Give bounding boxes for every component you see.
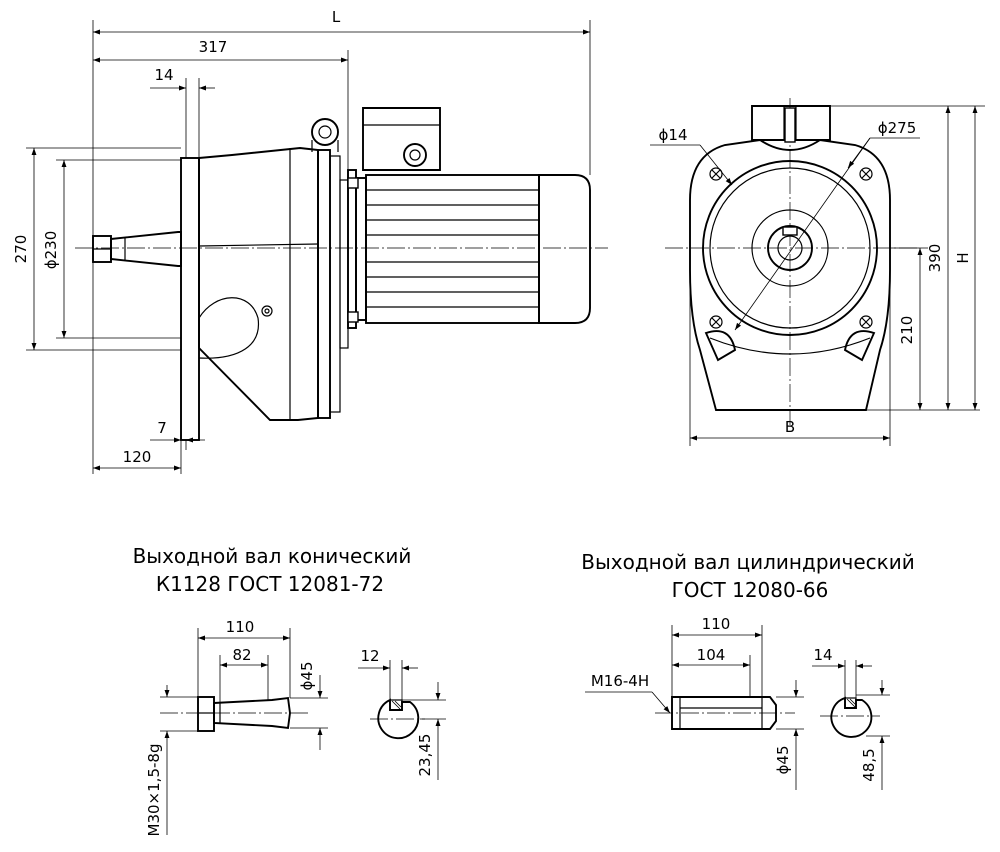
cylindrical-dim-110: 110 — [702, 615, 731, 633]
conical-dim-phi-45: ϕ45 — [298, 662, 316, 691]
bolt-holes — [709, 167, 873, 329]
cylindrical-dim-48-5: 48,5 — [860, 748, 878, 781]
dim-14: 14 — [154, 66, 173, 84]
cylindrical-dim-thread: M16-4H — [591, 672, 649, 690]
cylindrical-dim-14: 14 — [813, 646, 832, 664]
dim-120: 120 — [123, 448, 152, 466]
lifting-eye — [311, 118, 339, 146]
terminal-box — [362, 107, 441, 171]
cooling-fins — [366, 189, 539, 308]
gearbox-housing — [198, 147, 319, 421]
conical-dim-12: 12 — [360, 647, 379, 665]
cylindrical-section — [830, 696, 873, 738]
dim-317: 317 — [199, 38, 228, 56]
flange-circle — [702, 160, 878, 336]
conical-dim-23-45: 23,45 — [416, 734, 434, 777]
dim-210: 210 — [898, 316, 916, 345]
cylindrical-shaft-title-1: Выходной вал цилиндрический — [581, 550, 914, 574]
mounting-flange — [180, 157, 200, 441]
cylindrical-dim-phi-45: ϕ45 — [774, 746, 792, 775]
conical-shaft-body — [213, 696, 291, 730]
dim-7: 7 — [157, 419, 167, 437]
output-shaft — [110, 231, 182, 267]
dim-phi-14: ϕ14 — [659, 126, 688, 144]
inspection-cover — [198, 297, 260, 359]
front-housing-outline — [689, 139, 891, 411]
conical-shaft-nut — [197, 696, 215, 732]
dim-H: H — [954, 252, 972, 263]
conical-section — [377, 698, 420, 740]
cylindrical-dim-104: 104 — [697, 646, 726, 664]
motor-body — [365, 174, 540, 324]
dim-B: B — [785, 418, 795, 436]
dim-390: 390 — [926, 244, 944, 273]
conical-shaft-title-2: К1128 ГОСТ 12081-72 — [156, 572, 384, 596]
conical-dim-110: 110 — [226, 618, 255, 636]
conical-shaft-detail: Выходной вал конический К1128 ГОСТ 12081… — [133, 544, 446, 836]
front-view: ϕ14 ϕ275 390 H 210 B — [650, 98, 985, 446]
side-view: L 317 14 270 ϕ230 7 120 — [12, 8, 608, 474]
cylindrical-shaft-title-2: ГОСТ 12080-66 — [672, 578, 829, 602]
conical-dim-thread: M30×1,5-8g — [145, 744, 163, 837]
cylindrical-shaft-detail: Выходной вал цилиндрический ГОСТ 12080-6… — [581, 550, 915, 790]
dim-270: 270 — [12, 235, 30, 264]
fan-cover — [538, 174, 591, 324]
cylindrical-shaft-body — [671, 696, 777, 730]
dim-phi-275: ϕ275 — [878, 119, 917, 137]
dim-phi-230: ϕ230 — [42, 231, 60, 270]
conical-dim-82: 82 — [232, 646, 251, 664]
conical-shaft-title-1: Выходной вал конический — [133, 544, 412, 568]
dim-L: L — [332, 8, 341, 26]
front-terminal-box — [751, 105, 831, 141]
